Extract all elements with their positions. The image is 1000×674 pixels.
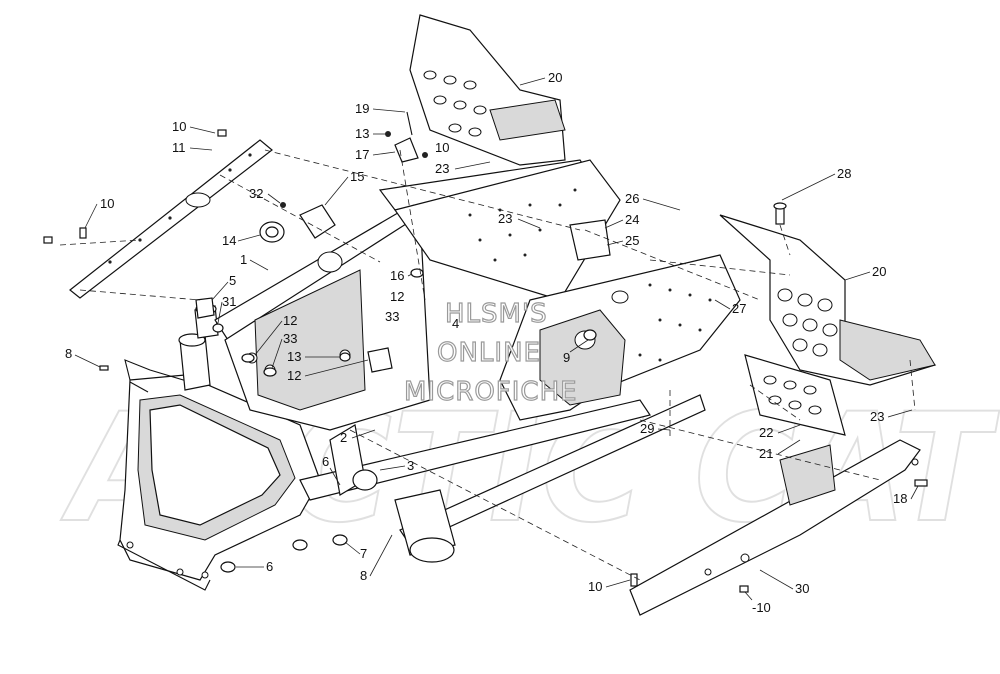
main-frame (178, 159, 741, 573)
board-support-bracket (744, 354, 846, 436)
watermark-line-3: MICROFICHE (404, 377, 578, 407)
callout-12-lower: 12 (287, 368, 301, 383)
callout-29: 29 (640, 421, 654, 436)
small-components (43, 111, 928, 593)
callout-20-upper: 20 (548, 70, 562, 85)
front-cross-brace (69, 139, 273, 299)
callout-22: 22 (759, 425, 773, 440)
callout-12-left: 12 (283, 313, 297, 328)
callout-33-left: 33 (283, 331, 297, 346)
callout-6-low: 6 (266, 559, 273, 574)
callout-10-bottom-right: -10 (752, 600, 771, 615)
callout-5: 5 (229, 273, 236, 288)
callout-15: 15 (350, 169, 364, 184)
callout-labels: 20 19 13 17 10 23 10 11 15 10 32 14 1 5 … (65, 70, 919, 615)
callout-26: 26 (625, 191, 639, 206)
callout-28: 28 (837, 166, 851, 181)
callout-18: 18 (893, 491, 907, 506)
callout-20-right: 20 (872, 264, 886, 279)
leader-lines (59, 149, 916, 581)
callout-23-top: 23 (435, 161, 449, 176)
callout-3: 3 (407, 458, 414, 473)
callout-17: 17 (355, 147, 369, 162)
watermark-line-2: ONLINE (437, 338, 541, 368)
callout-16: 16 (390, 268, 404, 283)
callout-2: 2 (340, 430, 347, 445)
front-bumper-assembly (117, 359, 321, 591)
callout-6-mid: 6 (322, 454, 329, 469)
callout-12-mid: 12 (390, 289, 404, 304)
callout-1: 1 (240, 252, 247, 267)
callout-14: 14 (222, 233, 236, 248)
callout-8-low: 8 (360, 568, 367, 583)
right-board-holes (777, 288, 838, 357)
callout-25: 25 (625, 233, 639, 248)
side-panel-rivets (638, 283, 712, 362)
callout-24: 24 (625, 212, 639, 227)
watermark: HLSM'S ONLINE MICROFICHE (403, 298, 578, 407)
callout-7: 7 (360, 546, 367, 561)
callout-32: 32 (249, 186, 263, 201)
callout-9: 9 (563, 350, 570, 365)
callout-13-top: 13 (355, 126, 369, 141)
callout-11: 11 (172, 140, 186, 155)
callout-8-left: 8 (65, 346, 72, 361)
upper-running-board (409, 14, 566, 166)
callout-10-brace: 10 (172, 119, 186, 134)
callout-27: 27 (732, 301, 746, 316)
callout-13-left: 13 (287, 349, 301, 364)
callout-10-top: 10 (435, 140, 449, 155)
callout-33-mid: 33 (385, 309, 399, 324)
callout-19: 19 (355, 101, 369, 116)
upper-board-holes (423, 70, 487, 137)
watermark-line-1: HLSM'S (445, 299, 548, 329)
right-running-board (719, 214, 937, 386)
callout-30: 30 (795, 581, 809, 596)
callout-31: 31 (222, 294, 236, 309)
callout-10-bottom: 10 (588, 579, 602, 594)
callout-23-right: 23 (870, 409, 884, 424)
callout-10-left: 10 (100, 196, 114, 211)
callout-21: 21 (759, 446, 773, 461)
callout-23-tunnel: 23 (498, 211, 512, 226)
lower-right-rail (629, 439, 921, 616)
callout-4: 4 (452, 316, 459, 331)
